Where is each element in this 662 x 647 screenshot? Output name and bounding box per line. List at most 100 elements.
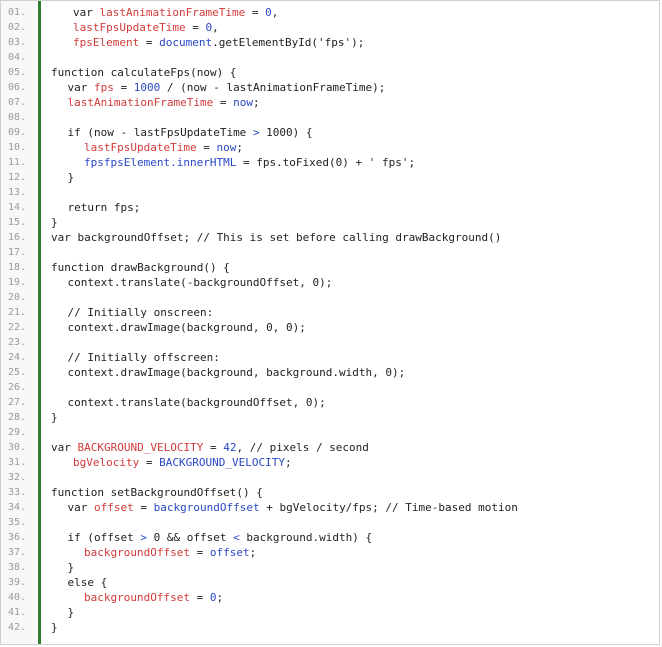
code-token: now (216, 141, 237, 154)
code-text: fpsfpsElement.innerHTML = fps.toFixed(0)… (51, 155, 415, 170)
code-line: 13. (1, 185, 659, 200)
line-number: 24. (8, 352, 27, 363)
code-token: bgVelocity (73, 456, 140, 469)
code-text: lastAnimationFrameTime = now; (51, 95, 260, 110)
code-text: backgroundOffset = 0; (51, 590, 223, 605)
line-number: 08. (8, 112, 27, 123)
code-text: var fps = 1000 / (now - lastAnimationFra… (51, 80, 386, 95)
code-text: // Initially onscreen: (51, 305, 214, 320)
code-line: 11. fpsfpsElement.innerHTML = fps.toFixed… (1, 155, 659, 170)
line-number: 15. (8, 217, 27, 228)
line-number: 04. (8, 52, 27, 63)
line-number: 22. (8, 322, 27, 333)
code-line: 12.} (1, 170, 659, 185)
line-number: 16. (8, 232, 27, 243)
code-text: context.translate(backgroundOffset, 0); (51, 395, 326, 410)
code-token: function setBackgroundOffset() { (51, 486, 263, 499)
code-token: backgroundOffset (84, 591, 190, 604)
code-line: 27. context.translate(backgroundOffset, 0… (1, 395, 659, 410)
code-token: offset (209, 546, 250, 559)
code-token: / (now - lastAnimationFrameTime); (160, 81, 386, 94)
line-number: 26. (8, 382, 27, 393)
code-token: = (203, 441, 224, 454)
code-text: if (now - lastFpsUpdateTime > 1000) { (51, 125, 313, 140)
code-token: BACKGROUND_VELOCITY (77, 441, 204, 454)
code-token: = (189, 546, 210, 559)
code-token: = (245, 6, 266, 19)
code-token: ; (252, 96, 260, 109)
code-token: lastAnimationFrameTime (99, 6, 246, 19)
line-number: 33. (8, 487, 27, 498)
code-text: else { (51, 575, 108, 590)
code-token: } (67, 606, 75, 619)
line-number: 31. (8, 457, 27, 468)
code-text: context.drawImage(background, 0, 0); (51, 320, 306, 335)
code-token: , (212, 21, 219, 34)
code-token: lastAnimationFrameTime (67, 96, 214, 109)
gutter-divider (38, 1, 41, 644)
line-number: 18. (8, 262, 27, 273)
code-lines: 01.var lastAnimationFrameTime = 0,02.las… (1, 5, 659, 635)
code-line: 23. (1, 335, 659, 350)
code-token: ; (236, 141, 243, 154)
code-token: 0 (205, 21, 213, 34)
code-token: context.translate(backgroundOffset, 0); (67, 396, 326, 409)
line-number: 34. (8, 502, 27, 513)
code-text: var offset = backgroundOffset + bgVeloci… (51, 500, 518, 515)
code-line: 10.lastFpsUpdateTime = now; (1, 140, 659, 155)
code-token: context.translate(-backgroundOffset, 0); (67, 276, 333, 289)
code-token: = (189, 591, 210, 604)
code-token: 0 (209, 591, 217, 604)
code-token: = (133, 501, 154, 514)
code-token: // Initially onscreen: (67, 306, 214, 319)
code-line: 05.function calculateFps(now) { (1, 65, 659, 80)
code-token: return fps; (67, 201, 141, 214)
code-token: 1000) { (259, 126, 313, 139)
code-token: + bgVelocity/fps; // Time-based motion (259, 501, 518, 514)
code-token: ; (284, 456, 292, 469)
code-line: 22. context.drawImage(background, 0, 0); (1, 320, 659, 335)
code-text: } (51, 605, 75, 620)
code-text: } (51, 560, 75, 575)
code-token: var backgroundOffset; // This is set bef… (51, 231, 502, 244)
line-number: 27. (8, 397, 27, 408)
code-text: } (51, 620, 58, 635)
code-token: backgroundOffset (153, 501, 260, 514)
code-text: fpsElement = document.getElementById('fp… (51, 35, 364, 50)
code-token: fps (94, 81, 114, 94)
code-token: = fps.toFixed(0) + ' fps'; (236, 156, 416, 169)
code-token: else { (67, 576, 108, 589)
code-token: 0 (265, 6, 272, 19)
code-line: 32. (1, 470, 659, 485)
line-number: 19. (8, 277, 27, 288)
code-line: 25.context.drawImage(background, backgro… (1, 365, 659, 380)
code-token: ; (249, 546, 257, 559)
line-number: 11. (8, 157, 27, 168)
code-line: 17. (1, 245, 659, 260)
code-line: 33. function setBackgroundOffset() { (1, 485, 659, 500)
code-line: 03.fpsElement = document.getElementById(… (1, 35, 659, 50)
code-token: var (51, 441, 78, 454)
line-number: 20. (8, 292, 27, 303)
code-text: context.drawImage(background, background… (51, 365, 406, 380)
code-text: context.translate(-backgroundOffset, 0); (51, 275, 333, 290)
code-line: 04. (1, 50, 659, 65)
code-token: } (51, 621, 58, 634)
code-line: 26. (1, 380, 659, 395)
code-token: function drawBackground() { (51, 261, 230, 274)
code-token: .getElementById('fps'); (212, 36, 365, 49)
line-number-gutter (1, 1, 37, 644)
code-text: bgVelocity = BACKGROUND_VELOCITY; (51, 455, 292, 470)
code-text: function drawBackground() { (51, 260, 230, 275)
line-number: 12. (8, 172, 27, 183)
code-line: 24. // Initially offscreen: (1, 350, 659, 365)
code-token: 42 (223, 441, 237, 454)
code-token: function calculateFps(now) { (51, 66, 237, 79)
code-token: = (113, 81, 134, 94)
code-token: } (67, 171, 75, 184)
code-text: // Initially offscreen: (51, 350, 220, 365)
code-token: // Initially offscreen: (67, 351, 220, 364)
code-token: background.width) { (239, 531, 373, 544)
line-number: 37. (8, 547, 27, 558)
